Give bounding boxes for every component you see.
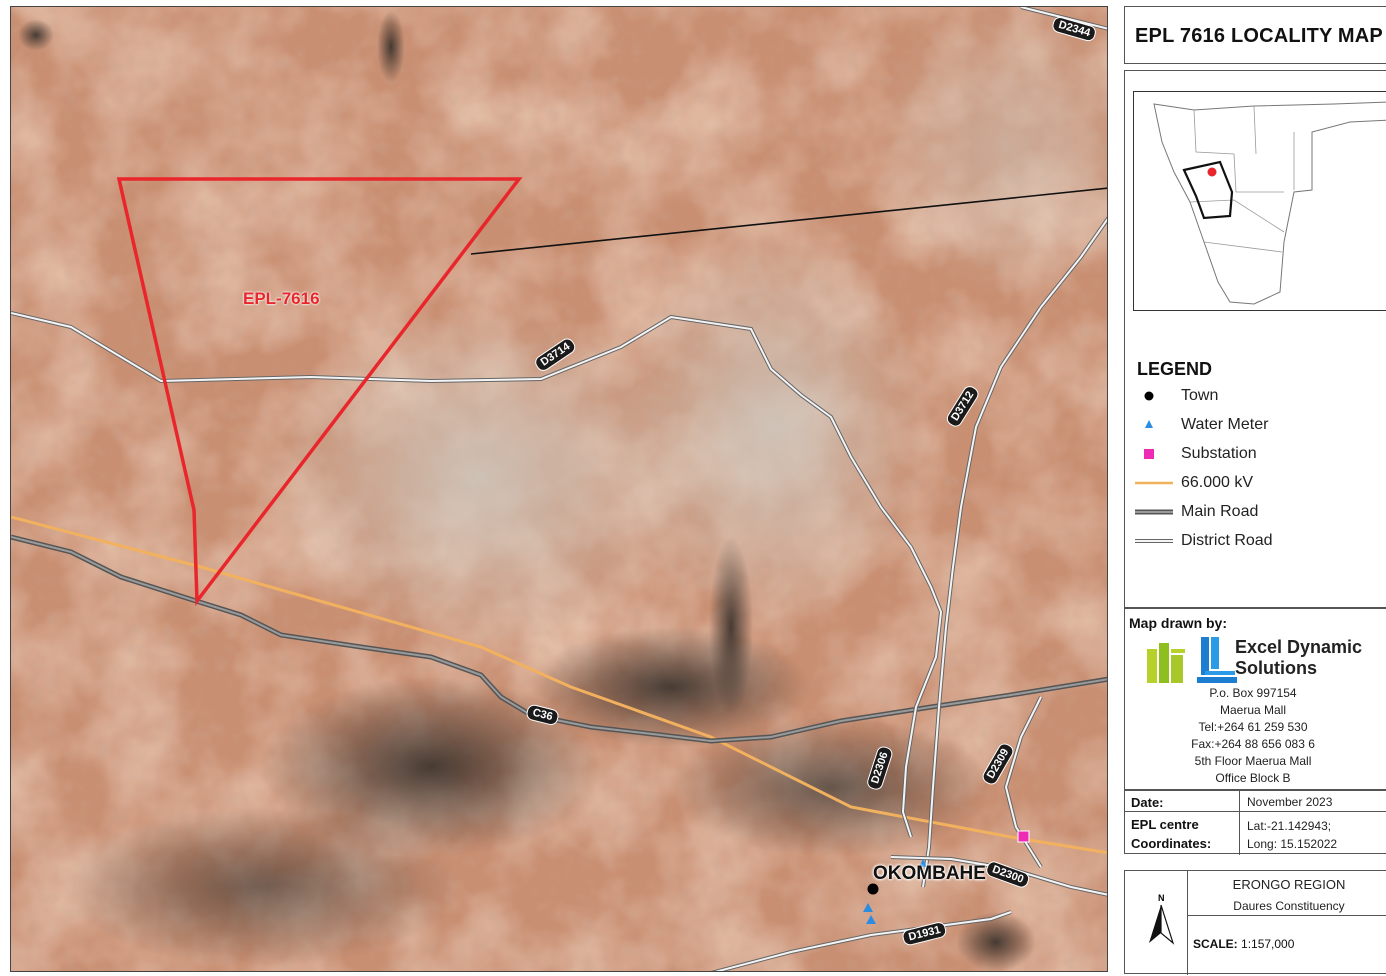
white-double-line-icon	[1135, 539, 1173, 543]
namibia-inset	[1134, 92, 1386, 310]
town-label: OKOMBAHE	[873, 863, 986, 884]
divider	[1187, 915, 1386, 916]
region-box: ERONGO REGION Daures Constituency N SCAL…	[1124, 870, 1386, 975]
dark-zone	[709, 537, 753, 717]
legend-label: 66.000 kV	[1181, 474, 1254, 491]
constituency-name: Daures Constituency	[1233, 899, 1345, 913]
map-side-panel: EPL 7616 LOCALITY MAP LEGEND	[1124, 0, 1386, 976]
drawn-by-title: Map drawn by:	[1129, 615, 1228, 631]
pale-zone	[261, 307, 701, 647]
dark-zone	[671, 717, 991, 857]
epl-locator-dot	[1207, 167, 1217, 177]
region-lines	[1253, 105, 1257, 155]
pale-zone	[871, 7, 1107, 297]
company-logo-icon	[1147, 637, 1237, 683]
region-name: ERONGO REGION	[1232, 877, 1346, 892]
map-title: EPL 7616 LOCALITY MAP	[1135, 25, 1383, 47]
coord-label-1: EPL centre	[1131, 817, 1199, 832]
company-name: Excel Dynamic Solutions	[1235, 637, 1362, 679]
drawn-by-box: Map drawn by: Excel Dynamic Solutions P.…	[1124, 608, 1386, 790]
address-line: Fax:+264 88 656 083 6	[1191, 737, 1315, 751]
north-label: N	[1158, 893, 1165, 903]
address-line: Tel:+264 61 259 530	[1198, 720, 1308, 734]
long-value: Long: 15.152022	[1247, 837, 1338, 851]
legend-label: Main Road	[1181, 503, 1259, 520]
legend-box: LEGEND Town Water Meter Substation 66.00…	[1124, 70, 1386, 608]
inset-locator-map	[1133, 91, 1386, 311]
date-value: November 2023	[1247, 795, 1333, 809]
date-label: Date:	[1131, 795, 1164, 810]
town-icon[interactable]	[867, 883, 879, 895]
dark-zone	[61, 807, 461, 967]
address-line: P.o. Box 997154	[1209, 686, 1297, 700]
divider	[1125, 811, 1386, 812]
pale-zone	[611, 227, 931, 627]
satellite-map[interactable]: EPL-7616 OKOMBAHE D2344 D3714 D3712 C36 …	[10, 6, 1108, 972]
region-lines	[1193, 109, 1284, 193]
address-line: Office Block B	[1215, 771, 1291, 785]
region-lines	[1203, 241, 1283, 253]
legend-label: Substation	[1181, 445, 1257, 462]
legend-label: Town	[1181, 387, 1219, 404]
district-road-d3712-inner	[922, 218, 1107, 888]
dark-zone	[261, 677, 601, 857]
erongo-region-outline	[1182, 160, 1234, 220]
dark-zone	[377, 11, 405, 83]
legend-title: LEGEND	[1137, 359, 1213, 379]
divider	[1187, 871, 1188, 975]
legend-item-substation: Substation	[1135, 443, 1385, 465]
legend-item-water-meter: Water Meter	[1135, 414, 1385, 436]
magenta-square-icon	[1144, 449, 1154, 459]
north-arrow-icon	[1149, 904, 1175, 945]
epl-label: EPL-7616	[243, 289, 320, 308]
lat-value: Lat:-21.142943;	[1247, 819, 1332, 833]
district-road-d3714-inner	[11, 312, 943, 838]
legend-item-main-road: Main Road	[1135, 501, 1385, 523]
scale-text: SCALE: 1:157,000	[1193, 937, 1294, 951]
map-canvas	[11, 7, 1107, 971]
water-meter-icon[interactable]	[863, 903, 873, 912]
scale-value: 1:157,000	[1241, 937, 1295, 951]
legend-item-district-road: District Road	[1135, 530, 1385, 552]
legend-label: Water Meter	[1181, 416, 1269, 433]
substation-icon[interactable]	[1017, 830, 1030, 843]
water-meter-icon[interactable]	[866, 915, 876, 924]
water-meter-icon[interactable]	[919, 859, 927, 867]
company-name-line2: Solutions	[1235, 658, 1317, 678]
epl-boundary[interactable]	[116, 177, 523, 606]
date-coordinates-box: Date: November 2023 EPL centre Coordinat…	[1124, 790, 1386, 855]
dark-zone	[18, 19, 54, 51]
blue-triangle-icon	[1145, 420, 1153, 428]
title-box: EPL 7616 LOCALITY MAP	[1124, 6, 1386, 64]
address-line: Maerua Mall	[1219, 703, 1287, 717]
dark-zone	[956, 912, 1036, 971]
coord-label-2: Coordinates:	[1131, 836, 1212, 851]
grey-double-line-icon	[1135, 509, 1173, 515]
legend-item-power-line: 66.000 kV	[1135, 472, 1385, 494]
legend-label: District Road	[1181, 532, 1273, 549]
district-road-d1931-inner	[714, 911, 1012, 971]
black-dot-icon	[1144, 391, 1154, 401]
legend-item-town: Town	[1135, 385, 1385, 407]
company-name-line1: Excel Dynamic	[1235, 637, 1363, 657]
scale-label: SCALE:	[1193, 937, 1238, 951]
divider	[1239, 791, 1240, 855]
locator-leader-line	[470, 187, 1107, 255]
address-line: 5th Floor Maerua Mall	[1194, 754, 1312, 768]
region-lines	[1189, 199, 1285, 233]
orange-line-icon	[1135, 481, 1173, 485]
power-line-66kv	[11, 515, 1107, 855]
